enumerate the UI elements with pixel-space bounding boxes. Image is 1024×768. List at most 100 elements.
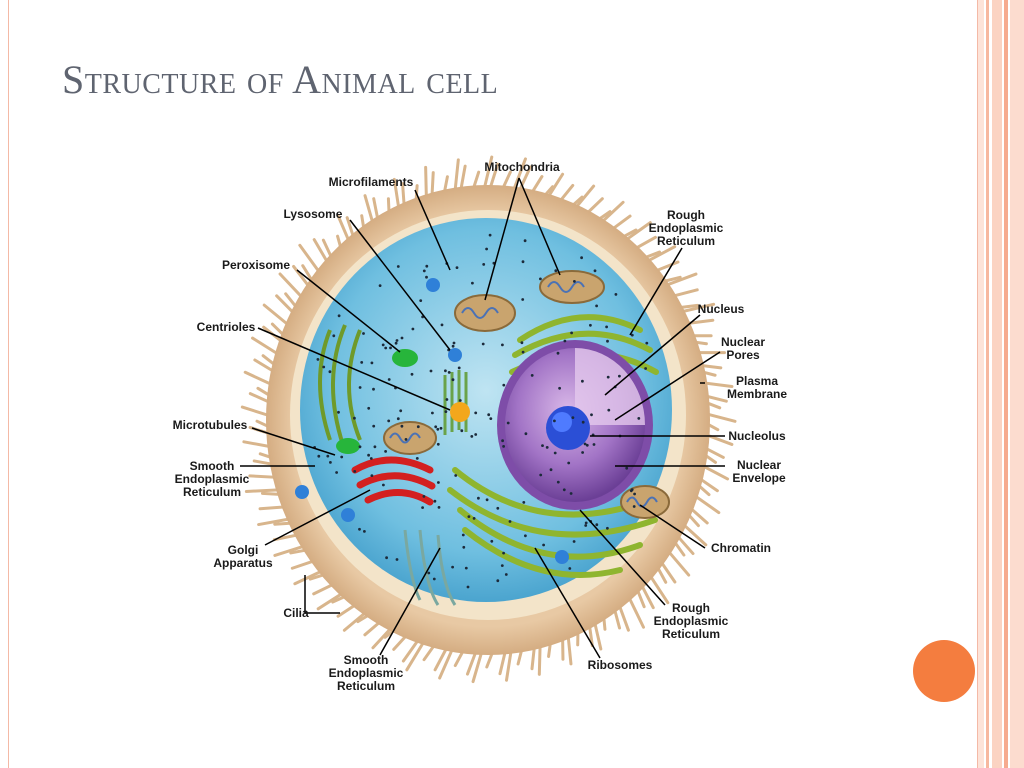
ribosome: [474, 433, 478, 436]
label-centrioles: Centrioles: [197, 320, 256, 334]
label-lysosome: Lysosome: [284, 207, 343, 221]
ribosome: [467, 515, 471, 518]
ribosome: [593, 269, 597, 273]
ribosome: [501, 439, 504, 443]
lysosome: [295, 485, 309, 499]
leader-lines: [240, 177, 725, 659]
label-rough-er-top: Rough: [667, 208, 705, 222]
ribosome: [416, 425, 420, 429]
ribosome: [569, 492, 573, 495]
stripe: [978, 0, 984, 768]
label-nuclear-pores: Pores: [726, 348, 760, 362]
ribosome: [329, 461, 332, 464]
ribosome: [524, 534, 527, 538]
ribosome: [584, 521, 588, 525]
label-microfilaments: Microfilaments: [329, 175, 414, 189]
ribosome: [410, 372, 414, 376]
ribosome: [411, 327, 415, 331]
label-rough-er-top: Reticulum: [657, 234, 715, 248]
label-chromatin: Chromatin: [711, 541, 771, 555]
ribosome: [539, 277, 542, 281]
ribosome: [395, 558, 399, 561]
ribosome: [353, 470, 357, 473]
ribosome: [481, 342, 485, 346]
label-rough-er-top: Endoplasmic: [649, 221, 724, 235]
ribosome: [335, 471, 338, 474]
ribosome: [539, 473, 543, 477]
ribosome: [458, 399, 462, 402]
ribosome: [556, 351, 560, 355]
ribosome: [581, 379, 584, 383]
ribosome: [419, 299, 423, 302]
ribosome: [337, 410, 340, 414]
ribosome: [432, 577, 436, 581]
ribosome: [452, 341, 456, 345]
ribosome: [607, 408, 611, 412]
ribosome: [471, 281, 474, 285]
ribosome: [585, 443, 589, 447]
ribosome: [592, 443, 596, 446]
ribosome: [427, 571, 431, 575]
ribosome: [573, 280, 576, 283]
ribosome: [474, 411, 478, 415]
label-cilia: Cilia: [283, 606, 309, 620]
label-nuclear-envelope: Envelope: [732, 471, 786, 485]
ribosome: [326, 454, 330, 458]
ribosome: [553, 451, 557, 455]
ribosome: [451, 378, 455, 382]
label-nucleolus: Nucleolus: [728, 429, 786, 443]
ribosome: [580, 256, 583, 260]
ribosome: [549, 468, 553, 472]
label-smooth-er-bottom: Reticulum: [337, 679, 395, 693]
ribosome: [521, 298, 525, 301]
ribosome: [387, 378, 391, 381]
ribosome: [363, 530, 366, 533]
ribosome: [369, 457, 373, 460]
ribosome: [384, 346, 388, 350]
ribosome: [436, 427, 440, 431]
ribosome: [360, 361, 364, 364]
ribosome: [353, 416, 356, 420]
ribosome: [581, 420, 585, 424]
ribosome: [415, 457, 419, 460]
ribosome: [370, 474, 374, 477]
ribosome: [637, 417, 641, 420]
ribosome: [605, 325, 608, 329]
ribosome: [488, 233, 492, 237]
ribosome: [590, 413, 593, 417]
ribosome: [358, 527, 361, 531]
ribosome: [558, 386, 561, 390]
ribosome: [378, 284, 382, 287]
ribosome: [372, 424, 376, 428]
label-smooth-er-left: Reticulum: [183, 485, 241, 499]
ribosome: [644, 367, 647, 370]
ribosome: [337, 314, 341, 318]
ribosome: [530, 374, 534, 377]
ribosome: [630, 488, 634, 491]
golgi-apparatus: [351, 456, 436, 506]
label-smooth-er-bottom: Smooth: [344, 653, 389, 667]
ribosome: [464, 566, 468, 570]
ribosome: [508, 520, 512, 523]
nucleolus-inner: [552, 412, 572, 432]
ribosome: [396, 265, 400, 268]
ribosome: [332, 334, 336, 338]
label-nuclear-envelope: Nuclear: [737, 458, 781, 472]
ribosome: [545, 446, 549, 449]
ribosome: [439, 426, 443, 430]
ribosome: [504, 573, 508, 576]
ribosome: [542, 543, 545, 547]
ribosome: [399, 409, 403, 413]
label-rough-er-bottom: Reticulum: [662, 627, 720, 641]
label-peroxisome: Peroxisome: [222, 258, 290, 272]
ribosome: [595, 304, 598, 308]
ribosome: [502, 383, 506, 387]
slide-title: Structure of Animal cell: [62, 57, 499, 102]
ribosome: [367, 453, 370, 457]
ribosome: [425, 264, 429, 268]
ribosome: [606, 375, 610, 379]
ribosome: [422, 495, 426, 498]
stripe: [986, 0, 989, 768]
ribosome: [553, 419, 556, 423]
ribosome: [618, 374, 621, 378]
